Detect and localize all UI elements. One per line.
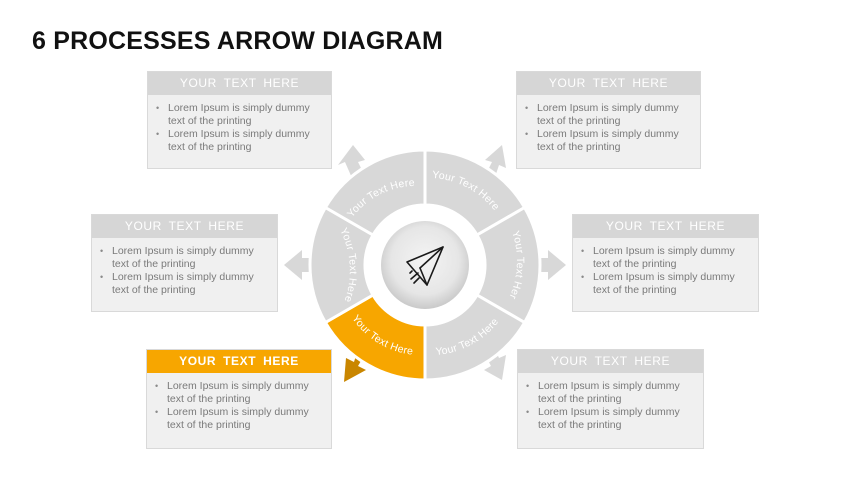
text-card-top-left: YOUR TEXT HERE Lorem Ipsum is simply dum… [147, 71, 332, 169]
card-bullet: Lorem Ipsum is simply dummy text of the … [581, 245, 758, 271]
card-heading: YOUR TEXT HERE [92, 215, 277, 238]
card-heading: YOUR TEXT HERE [148, 72, 331, 95]
segment-upper-left[interactable] [323, 148, 427, 238]
card-bullets: Lorem Ipsum is simply dummy text of the … [518, 380, 703, 432]
card-heading: YOUR TEXT HERE [573, 215, 758, 238]
arrow-left [284, 250, 320, 280]
card-bullet: Lorem Ipsum is simply dummy text of the … [526, 380, 703, 406]
card-heading: YOUR TEXT HERE [517, 72, 700, 95]
center-disc [381, 221, 469, 309]
card-heading: YOUR TEXT HERE [518, 350, 703, 373]
card-bullet: Lorem Ipsum is simply dummy text of the … [155, 380, 331, 406]
card-bullet: Lorem Ipsum is simply dummy text of the … [100, 271, 277, 297]
text-card-bottom-right: YOUR TEXT HERE Lorem Ipsum is simply dum… [517, 349, 704, 449]
text-card-bottom-left: YOUR TEXT HERE Lorem Ipsum is simply dum… [146, 349, 332, 449]
card-bullet: Lorem Ipsum is simply dummy text of the … [100, 245, 277, 271]
page-title: 6 PROCESSES ARROW DIAGRAM [32, 27, 444, 55]
card-bullet: Lorem Ipsum is simply dummy text of the … [581, 271, 758, 297]
text-card-mid-left: YOUR TEXT HERE Lorem Ipsum is simply dum… [91, 214, 278, 312]
card-bullet: Lorem Ipsum is simply dummy text of the … [155, 406, 331, 432]
card-heading: YOUR TEXT HERE [147, 350, 331, 373]
card-bullet: Lorem Ipsum is simply dummy text of the … [526, 406, 703, 432]
card-bullets: Lorem Ipsum is simply dummy text of the … [517, 102, 700, 154]
paper-plane-icon [406, 246, 444, 286]
card-bullets: Lorem Ipsum is simply dummy text of the … [148, 102, 331, 154]
card-bullets: Lorem Ipsum is simply dummy text of the … [573, 245, 758, 297]
card-bullet: Lorem Ipsum is simply dummy text of the … [156, 128, 331, 154]
card-bullets: Lorem Ipsum is simply dummy text of the … [147, 380, 331, 432]
card-bullet: Lorem Ipsum is simply dummy text of the … [525, 128, 700, 154]
text-card-top-right: YOUR TEXT HERE Lorem Ipsum is simply dum… [516, 71, 701, 169]
card-bullet: Lorem Ipsum is simply dummy text of the … [525, 102, 700, 128]
card-bullets: Lorem Ipsum is simply dummy text of the … [92, 245, 277, 297]
arrow-right [530, 250, 566, 280]
card-bullet: Lorem Ipsum is simply dummy text of the … [156, 102, 331, 128]
text-card-mid-right: YOUR TEXT HERE Lorem Ipsum is simply dum… [572, 214, 759, 312]
